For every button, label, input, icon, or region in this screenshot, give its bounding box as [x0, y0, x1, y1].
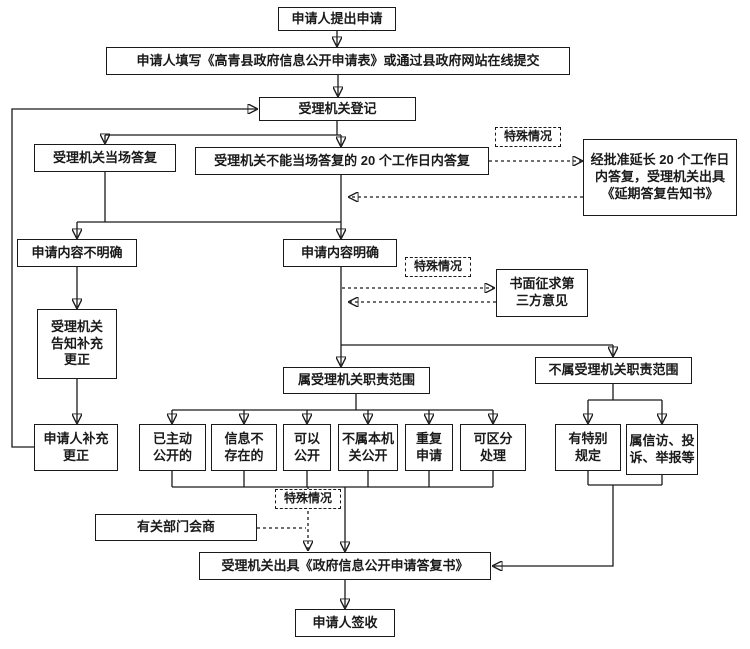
node-not-this-authority: 不属本机关公开: [338, 424, 398, 471]
node-already-public: 已主动公开的: [139, 424, 206, 471]
node-out-of-scope: 不属受理机关职责范围: [535, 357, 692, 384]
node-applicant-submit: 申请人提出申请: [278, 7, 396, 31]
node-extended-reply-notice: 经批准延长 20 个工作日内答复，受理机关出具《延期答复告知书》: [583, 139, 737, 216]
node-repeated-request: 重复申请: [405, 424, 453, 471]
node-special-case-1: 特殊情况: [495, 127, 561, 147]
node-special-case-2: 特殊情况: [405, 257, 471, 277]
node-petition-complaint: 属信访、投诉、举报等: [626, 424, 698, 475]
node-info-not-exist: 信息不存在的: [211, 424, 277, 471]
node-can-disclose: 可以公开: [283, 424, 331, 471]
node-reply-within-20-days: 受理机关不能当场答复的 20 个工作日内答复: [195, 147, 489, 175]
node-authority-register: 受理机关登记: [259, 97, 416, 121]
node-issue-reply-document: 受理机关出具《政府信息公开申请答复书》: [199, 552, 491, 580]
node-notify-supplement: 受理机关告知补充更正: [37, 309, 117, 379]
node-special-provision: 有特别规定: [555, 424, 621, 471]
node-dept-consultation: 有关部门会商: [95, 514, 257, 541]
node-fill-application-form: 申请人填写《高青县政府信息公开申请表》或通过县政府网站在线提交: [106, 47, 570, 75]
node-third-party-opinion: 书面征求第三方意见: [496, 269, 588, 317]
node-content-unclear: 申请内容不明确: [17, 239, 137, 267]
node-onsite-reply: 受理机关当场答复: [34, 144, 176, 172]
node-applicant-sign: 申请人签收: [295, 609, 395, 637]
node-content-clear: 申请内容明确: [283, 239, 397, 267]
node-in-scope: 属受理机关职责范围: [283, 367, 430, 394]
node-applicant-supplement: 申请人补充更正: [34, 424, 118, 471]
node-special-case-3: 特殊情况: [275, 489, 341, 509]
node-separable-handling: 可区分处理: [460, 424, 526, 471]
